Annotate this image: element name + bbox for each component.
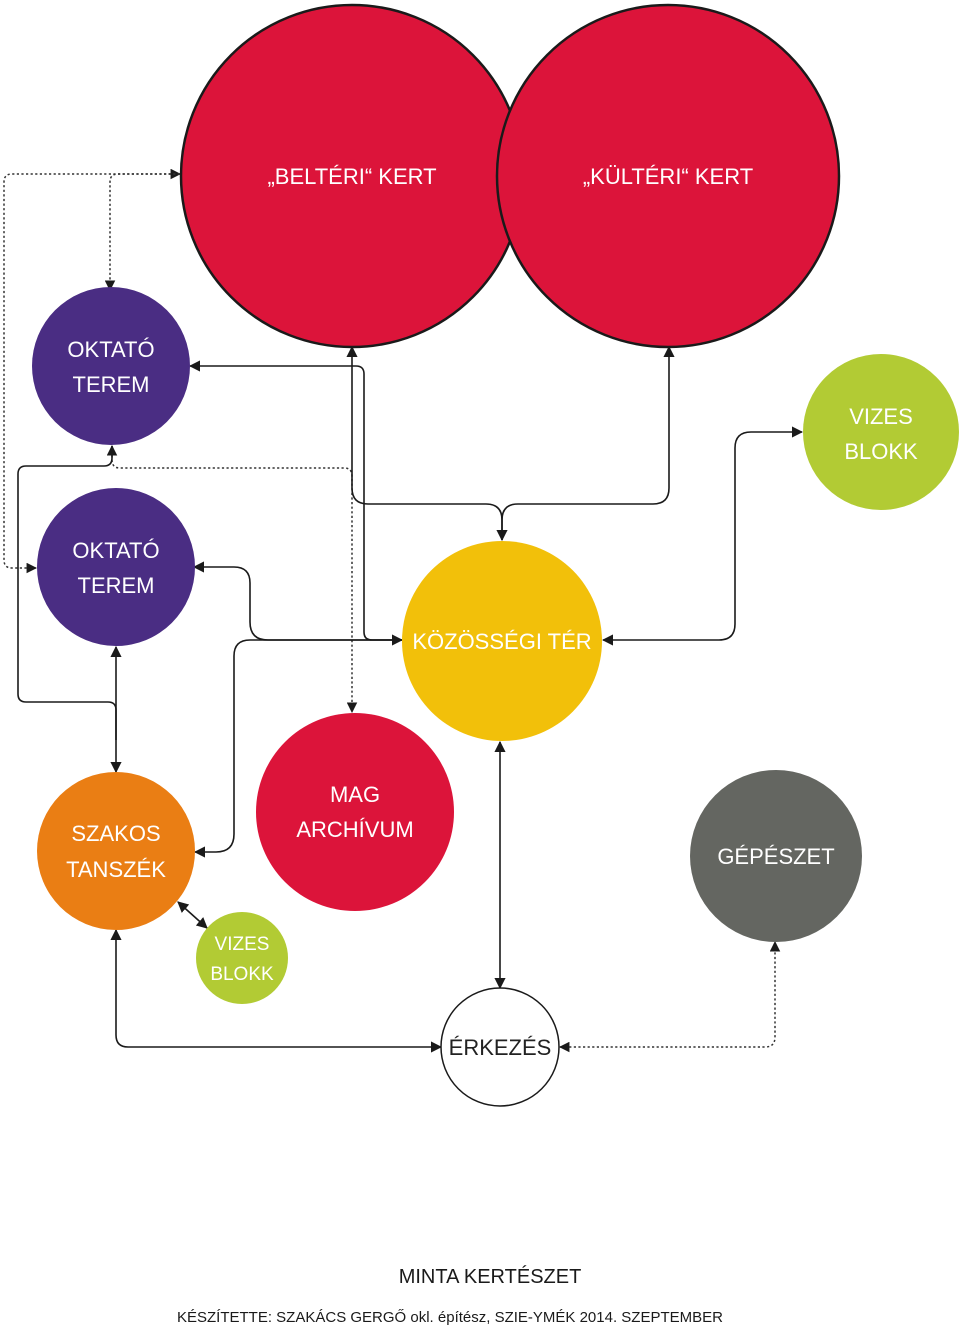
link-oktato-2-kozossegi	[192, 561, 404, 646]
node-szakos-tanszek[interactable]: SZAKOS TANSZÉK	[37, 772, 195, 930]
node-vizes-blokk-2[interactable]: VIZES BLOKK	[196, 912, 288, 1004]
dotted-link-belteri-oktato-2	[3, 168, 182, 574]
connections	[3, 168, 804, 1053]
node-vizes-blokk-1-line2: BLOKK	[844, 439, 918, 464]
node-mag-archivum-line1: MAG	[330, 782, 380, 807]
node-belteri-kert[interactable]: „BELTÉRI“ KERT	[179, 3, 525, 349]
link-szakos-erkezes	[110, 928, 443, 1053]
diagram-title: MINTA KERTÉSZET	[398, 1266, 582, 1288]
node-vizes-blokk-1-line1: VIZES	[849, 404, 913, 429]
node-vizes-blokk-1[interactable]: VIZES BLOKK	[803, 354, 959, 510]
node-kulteri-kert[interactable]: „KÜLTÉRI“ KERT	[495, 3, 841, 349]
dotted-link-belteri-oktato-1	[104, 173, 180, 292]
node-gepeszet[interactable]: GÉPÉSZET	[690, 770, 862, 942]
link-belteri-kozossegi	[346, 345, 503, 540]
node-oktato-terem-2-line2: TEREM	[78, 573, 155, 598]
node-kulteri-kert-label: „KÜLTÉRI“ KERT	[583, 164, 753, 189]
node-vizes-blokk-2-line2: BLOKK	[210, 964, 274, 985]
link-szakos-vizes-2	[177, 901, 208, 929]
node-szakos-tanszek-line1: SZAKOS	[71, 821, 160, 846]
node-belteri-kert-label: „BELTÉRI“ KERT	[267, 164, 436, 189]
link-kozossegi-vizes-1	[601, 426, 804, 646]
node-oktato-terem-1-line1: OKTATÓ	[67, 337, 154, 362]
node-kozossegi-ter-label: KÖZÖSSÉGI TÉR	[412, 629, 591, 654]
dotted-link-erkezes-gepeszet	[558, 940, 781, 1053]
link-kozossegi-szakos	[193, 639, 402, 858]
node-oktato-terem-1[interactable]: OKTATÓ TEREM	[32, 287, 190, 445]
node-erkezes[interactable]: ÉRKEZÉS	[440, 987, 560, 1107]
diagram-credit: KÉSZÍTETTE: SZAKÁCS GERGŐ okl. építész, …	[177, 1309, 723, 1326]
node-szakos-tanszek-line2: TANSZÉK	[66, 857, 166, 882]
link-oktato-1-kozossegi	[188, 360, 402, 641]
node-vizes-blokk-2-line1: VIZES	[215, 934, 270, 955]
node-mag-archivum-line2: ARCHÍVUM	[296, 817, 413, 842]
dotted-link-oktato-1-mag	[106, 444, 358, 714]
node-erkezes-label: ÉRKEZÉS	[449, 1035, 552, 1060]
node-gepeszet-label: GÉPÉSZET	[717, 844, 834, 869]
node-kozossegi-ter[interactable]: KÖZÖSSÉGI TÉR	[402, 541, 602, 741]
node-oktato-terem-2-line1: OKTATÓ	[72, 538, 159, 563]
node-oktato-terem-1-line2: TEREM	[73, 372, 150, 397]
node-oktato-terem-2[interactable]: OKTATÓ TEREM	[37, 488, 195, 646]
link-kulteri-kozossegi	[496, 345, 675, 542]
node-mag-archivum[interactable]: MAG ARCHÍVUM	[256, 713, 454, 911]
